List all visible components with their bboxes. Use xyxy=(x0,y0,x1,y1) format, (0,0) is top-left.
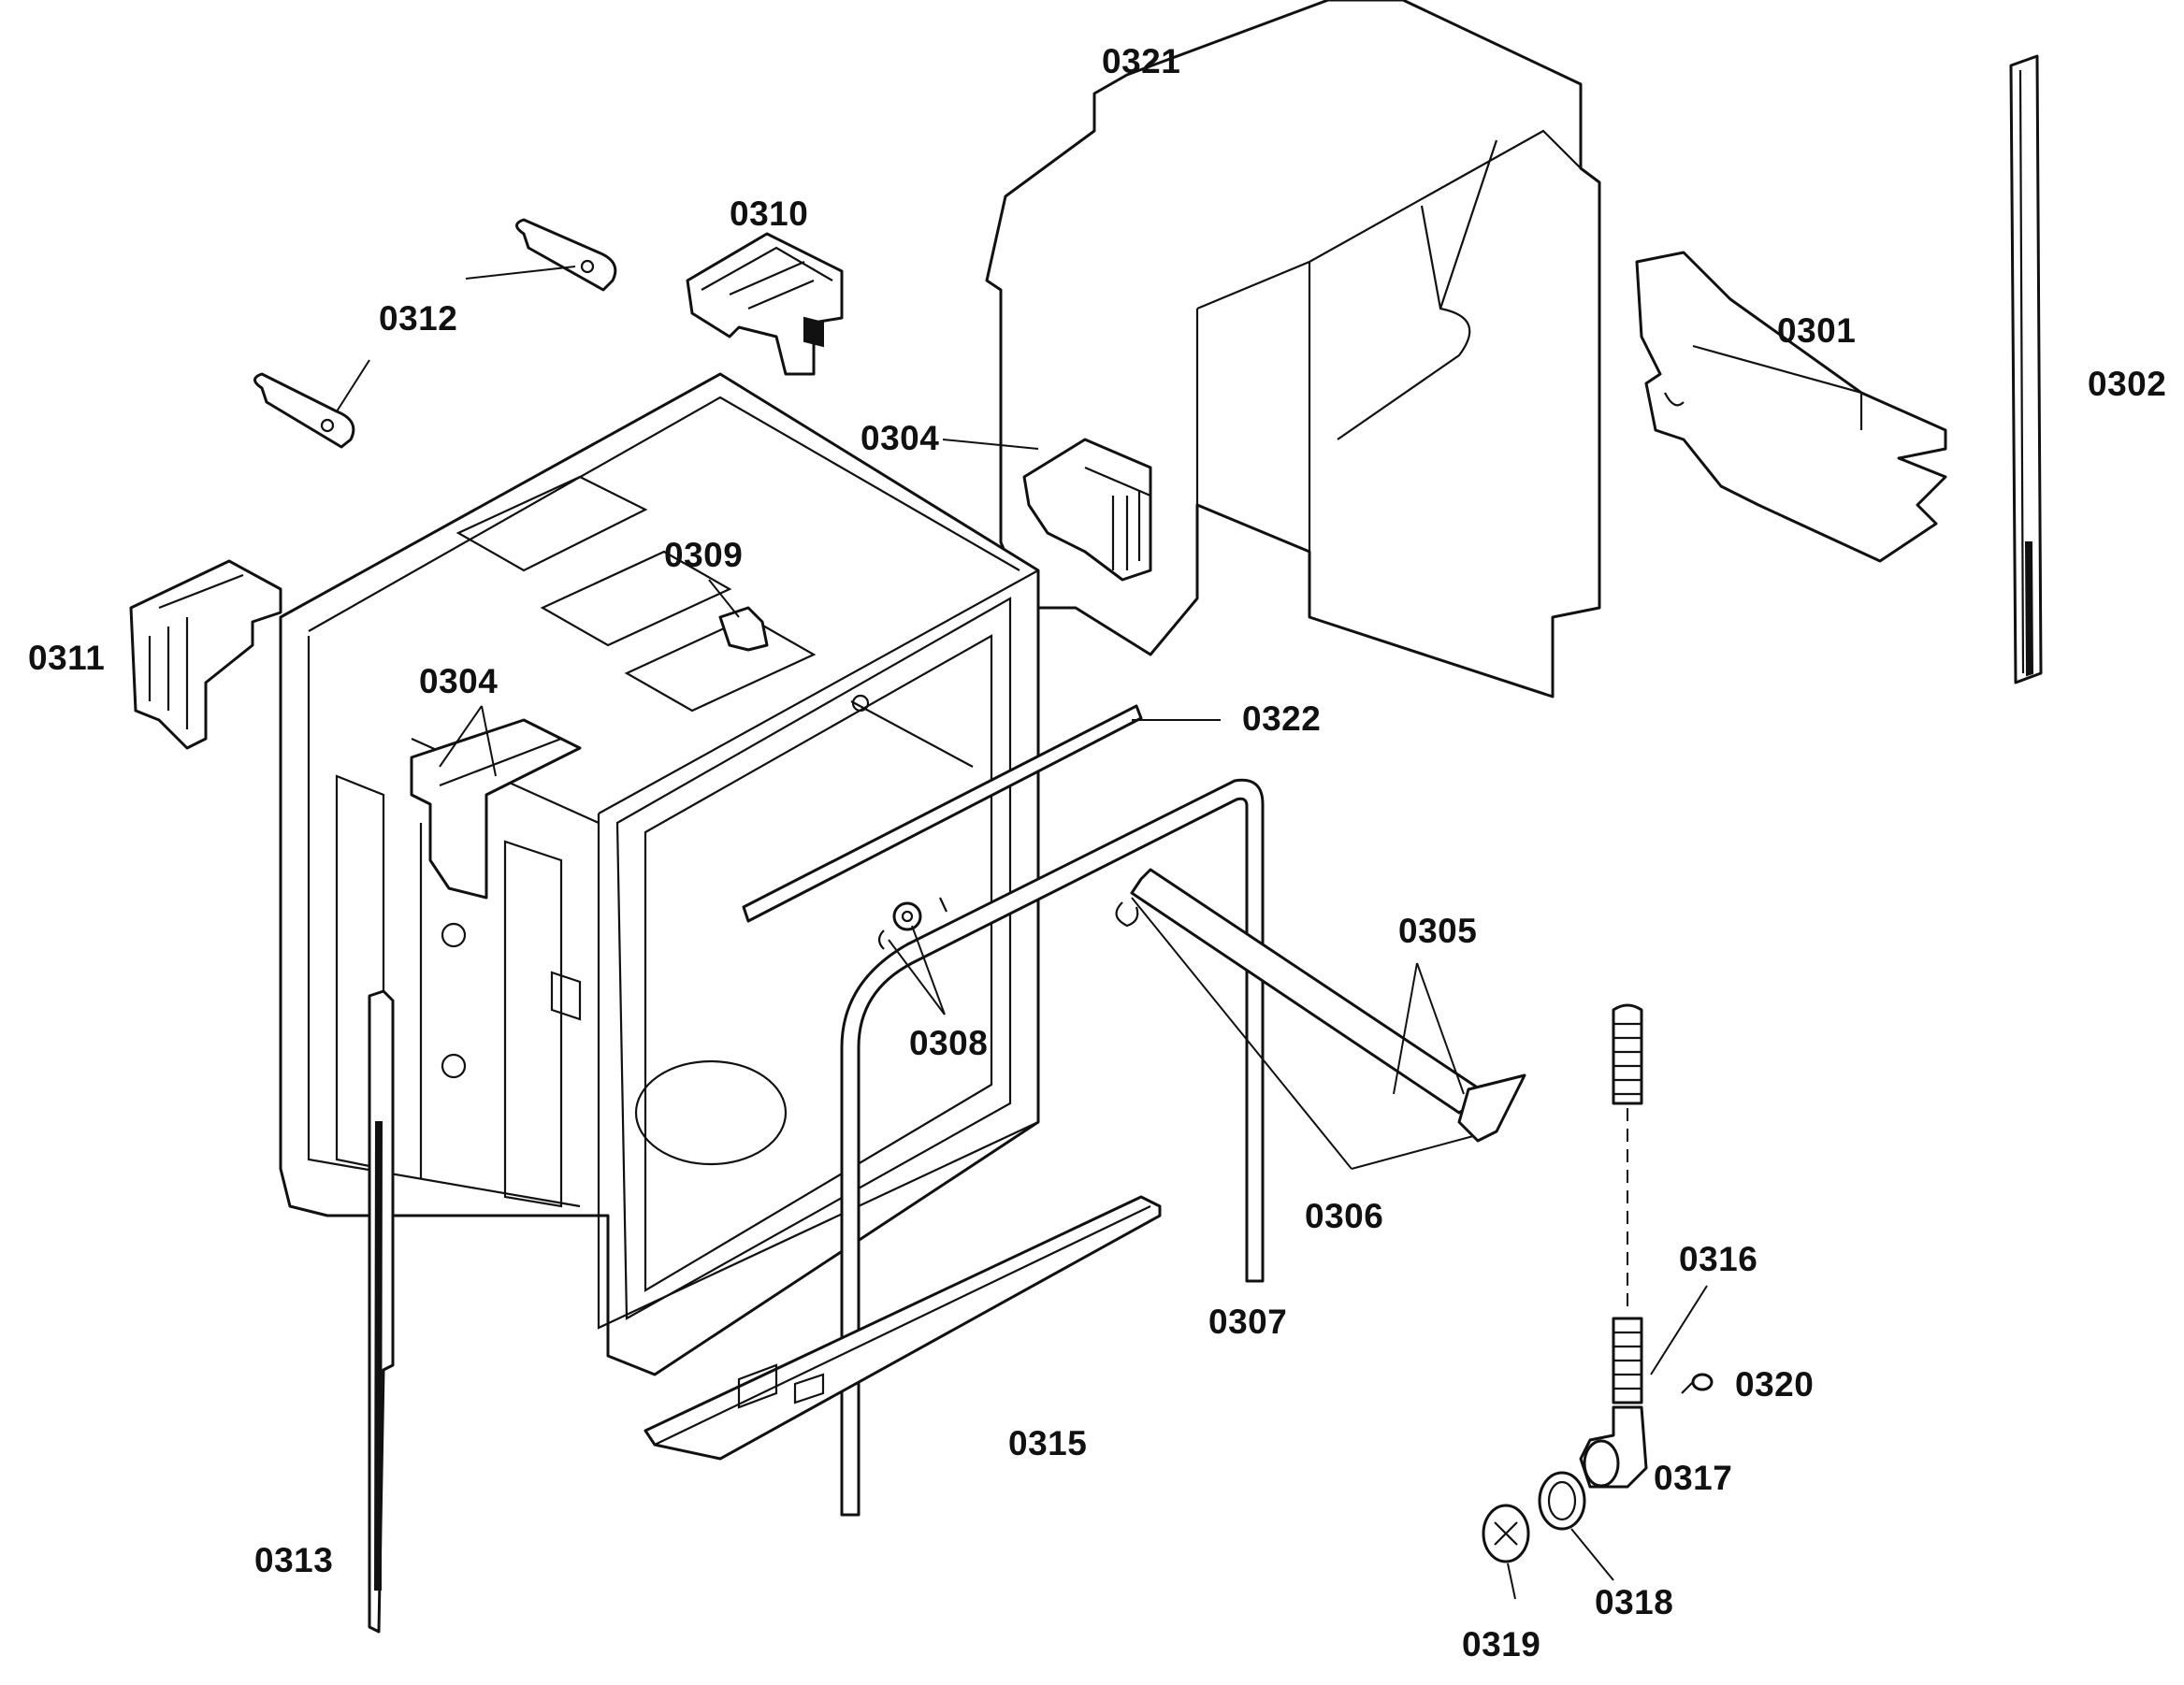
label-0318: 0318 xyxy=(1595,1583,1674,1621)
label-0315: 0315 xyxy=(1008,1424,1088,1462)
part-0316-hose xyxy=(1612,1003,1643,1404)
label-0306: 0306 xyxy=(1305,1197,1384,1235)
part-0313-rail xyxy=(368,989,395,1634)
part-0304-blocks xyxy=(410,438,1152,900)
label-0321: 0321 xyxy=(1102,42,1181,80)
part-0302-rail xyxy=(2009,54,2043,684)
part-0311-bracket xyxy=(129,559,282,750)
label-0304-upper: 0304 xyxy=(861,419,940,457)
label-0310: 0310 xyxy=(730,194,809,233)
part-0321-insulation-cover xyxy=(985,0,1601,698)
part-0305-0306-arm xyxy=(1115,868,1526,1143)
label-0322: 0322 xyxy=(1242,699,1322,738)
label-0304-lower: 0304 xyxy=(419,662,499,700)
part-0312-clips xyxy=(253,218,617,449)
part-0320-screw xyxy=(1681,1373,1714,1394)
leader-lines xyxy=(336,266,1708,1600)
part-0318-ring xyxy=(1538,1471,1586,1531)
label-0305: 0305 xyxy=(1398,912,1478,950)
label-0312: 0312 xyxy=(379,299,458,338)
part-0319-cap xyxy=(1482,1504,1530,1563)
part-0301-panel xyxy=(1635,251,1947,563)
part-0309-clip xyxy=(718,606,769,652)
label-0308: 0308 xyxy=(909,1024,989,1062)
label-0320: 0320 xyxy=(1735,1365,1815,1404)
label-0301: 0301 xyxy=(1777,311,1857,350)
part-0315-kickplate xyxy=(644,1195,1162,1461)
label-0319: 0319 xyxy=(1462,1625,1541,1663)
label-0316: 0316 xyxy=(1679,1240,1758,1278)
part-0322-strip xyxy=(742,694,1143,923)
label-0311: 0311 xyxy=(28,639,106,677)
part-0310-bracket xyxy=(686,232,844,376)
part-0317-elbow xyxy=(1579,1405,1648,1489)
part-0307-gasket xyxy=(840,778,1265,1517)
label-0309: 0309 xyxy=(664,536,744,574)
label-0317: 0317 xyxy=(1654,1459,1733,1497)
label-0307: 0307 xyxy=(1208,1303,1288,1341)
part-0308-washers xyxy=(877,897,947,950)
label-0302: 0302 xyxy=(2088,365,2167,403)
label-0313: 0313 xyxy=(254,1541,334,1579)
